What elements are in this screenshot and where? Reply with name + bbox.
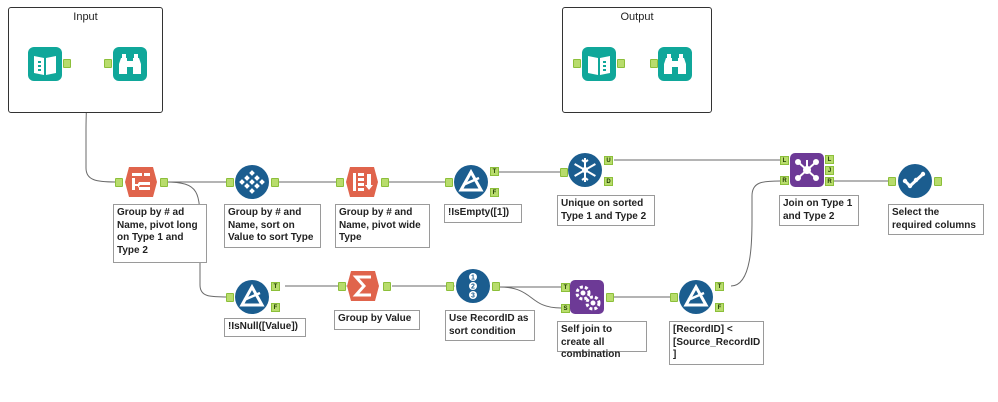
select-input-port[interactable]: [888, 177, 896, 186]
filter-null-tool[interactable]: [235, 280, 269, 314]
recordid-annotation: Use RecordID as sort condition: [445, 310, 535, 341]
unique-tool[interactable]: [568, 153, 602, 187]
unique-input-port[interactable]: [560, 168, 568, 177]
append-target-port[interactable]: T: [561, 283, 570, 292]
join-r-output-port[interactable]: R: [825, 177, 834, 186]
browse-output-tool[interactable]: [658, 47, 692, 81]
recordid-output-port[interactable]: [492, 282, 500, 291]
wire-filter-record-to-join-right: [730, 180, 781, 287]
output-data-port-right[interactable]: [617, 59, 625, 68]
filter-record-true-port[interactable]: T: [715, 282, 724, 291]
append-output-port[interactable]: [606, 293, 614, 302]
filter-null-annotation: !IsNull([Value]): [224, 318, 306, 337]
summarize-annotation: Group by Value: [334, 310, 420, 330]
summarize-output-port[interactable]: [383, 282, 391, 291]
multirow-input-port[interactable]: [226, 178, 234, 187]
crosstab-output-port[interactable]: [381, 178, 389, 187]
browse-icon: [113, 47, 147, 81]
filter-icon: [235, 280, 269, 314]
input-data-tool[interactable]: [28, 47, 62, 81]
summarize-icon: [347, 271, 379, 301]
join-l-output-port[interactable]: L: [825, 155, 834, 164]
input-data-icon: [28, 47, 62, 81]
append-source-port[interactable]: S: [561, 304, 570, 313]
crosstab-tool[interactable]: [345, 165, 379, 199]
join-tool[interactable]: [790, 153, 824, 187]
append-fields-tool[interactable]: [570, 280, 604, 314]
svg-text:2: 2: [471, 284, 475, 291]
summarize-input-port[interactable]: [338, 282, 346, 291]
svg-text:1: 1: [471, 275, 475, 282]
filter-icon: [679, 280, 713, 314]
crosstab-annotation: Group by # and Name, pivot wide Type: [335, 204, 430, 248]
filter-empty-annotation: !IsEmpty([1]): [444, 204, 522, 223]
transpose-icon: [125, 167, 157, 197]
output-data-icon: [582, 47, 616, 81]
record-id-icon: 1 2 3: [456, 269, 490, 303]
select-output-port[interactable]: [934, 177, 942, 186]
filter-record-annotation: [RecordID] < [Source_RecordID ]: [669, 321, 764, 365]
filter-empty-true-port[interactable]: T: [490, 167, 499, 176]
join-icon: [790, 153, 824, 187]
append-annotation: Self join to create all combination: [557, 321, 647, 360]
join-annotation: Join on Type 1 and Type 2: [779, 195, 859, 226]
recordid-tool[interactable]: 1 2 3: [456, 269, 490, 303]
multirow-annotation: Group by # and Name, sort on Value to so…: [224, 204, 321, 248]
unique-icon: [568, 153, 602, 187]
join-j-output-port[interactable]: J: [825, 166, 834, 175]
input-data-output-port[interactable]: [63, 59, 71, 68]
filter-record-input-port[interactable]: [670, 293, 678, 302]
crosstab-input-port[interactable]: [336, 178, 344, 187]
filter-null-false-port[interactable]: F: [271, 303, 280, 312]
transpose-output-port[interactable]: [160, 178, 168, 187]
cross-tab-icon: [346, 167, 378, 197]
unique-u-port[interactable]: U: [604, 156, 613, 165]
browse-input-tool[interactable]: [113, 47, 147, 81]
filter-null-input-port[interactable]: [226, 293, 234, 302]
transpose-annotation: Group by # ad Name, pivot long on Type 1…: [113, 204, 207, 263]
select-tool[interactable]: [898, 164, 932, 198]
select-annotation: Select the required columns: [888, 204, 984, 235]
output-data-tool[interactable]: [582, 47, 616, 81]
browse-output-input-port[interactable]: [650, 59, 658, 68]
join-left-input-port[interactable]: L: [780, 156, 789, 165]
filter-null-true-port[interactable]: T: [271, 282, 280, 291]
filter-icon: [454, 165, 488, 199]
output-container-title: Output: [620, 11, 654, 23]
filter-empty-false-port[interactable]: F: [490, 188, 499, 197]
output-data-port-left[interactable]: [573, 59, 581, 68]
svg-text:3: 3: [471, 293, 475, 300]
join-right-input-port[interactable]: R: [780, 176, 789, 185]
multirow-output-port[interactable]: [271, 178, 279, 187]
filter-record-tool[interactable]: [679, 280, 713, 314]
input-container-title: Input: [73, 11, 98, 23]
wire-recordid-to-append-source: [498, 286, 562, 309]
append-fields-icon: [570, 280, 604, 314]
filter-record-false-port[interactable]: F: [715, 303, 724, 312]
recordid-input-port[interactable]: [446, 282, 454, 291]
unique-annotation: Unique on sorted Type 1 and Type 2: [557, 195, 655, 226]
filter-empty-input-port[interactable]: [445, 178, 453, 187]
multi-row-formula-icon: [235, 165, 269, 199]
summarize-tool[interactable]: [346, 269, 380, 303]
browse-input-input-port[interactable]: [104, 59, 112, 68]
browse-icon: [658, 47, 692, 81]
filter-empty-tool[interactable]: [454, 165, 488, 199]
select-icon: [898, 164, 932, 198]
transpose-tool[interactable]: [124, 165, 158, 199]
transpose-input-port[interactable]: [115, 178, 123, 187]
unique-d-port[interactable]: D: [604, 177, 613, 186]
multirow-tool[interactable]: [235, 165, 269, 199]
